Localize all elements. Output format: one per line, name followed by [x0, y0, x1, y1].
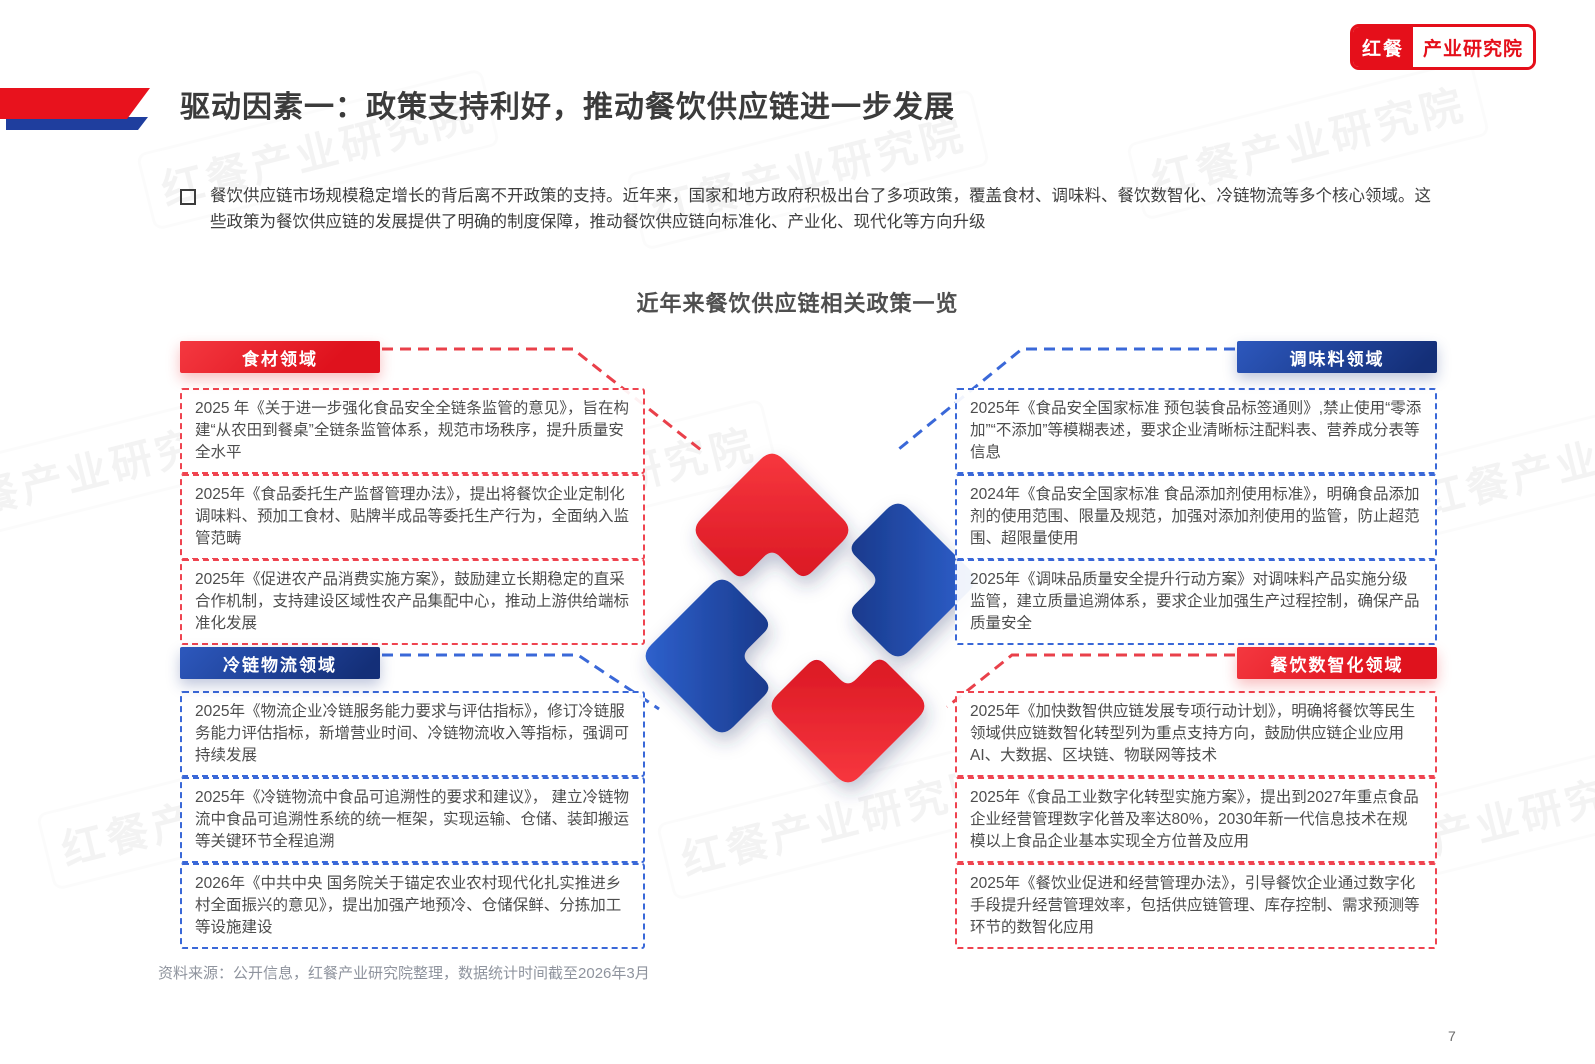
connector-digital	[946, 653, 1235, 709]
quadrant-header-coldchain: 冷链物流领域	[180, 647, 380, 679]
square-bullet-icon	[180, 189, 196, 205]
policy-box: 2025年《加快数智供应链发展专项行动计划》，明确将餐饮等民生领域供应链数智化转…	[955, 691, 1437, 777]
data-source-note: 资料来源：公开信息，红餐产业研究院整理，数据统计时间截至2026年3月	[158, 965, 650, 982]
page-number: 7	[1448, 1028, 1456, 1044]
policy-box: 2024年《食品安全国家标准 食品添加剂使用标准》，明确食品添加剂的使用范围、限…	[955, 474, 1437, 560]
intro-text: 餐饮供应链市场规模稳定增长的背后离不开政策的支持。近年来，国家和地方政府积极出台…	[210, 187, 1431, 231]
brand-logo: 红餐 产业研究院	[1350, 24, 1537, 70]
pinwheel-tile-red-top	[695, 453, 849, 577]
quadrant-header-food: 食材领域	[180, 341, 380, 373]
quadrant-header-seasoning: 调味料领域	[1237, 341, 1437, 373]
title-accent-bar-red	[0, 88, 150, 119]
policy-box: 2025年《食品安全国家标准 预包装食品标签通则》,禁止使用“零添加”“不添加”…	[955, 388, 1437, 474]
policy-box: 2025年《食品工业数字化转型实施方案》，提出到2027年重点食品企业经营管理数…	[955, 777, 1437, 863]
center-pinwheel-logo	[645, 453, 975, 783]
policy-box: 2025年《调味品质量安全提升行动方案》对调味料产品实施分级监管，建立质量追溯体…	[955, 559, 1437, 645]
pinwheel-tile-red-bottom	[771, 659, 925, 783]
policy-box: 2025年《餐饮业促进和经营管理办法》，引导餐饮企业通过数字化手段提升经营管理效…	[955, 863, 1437, 949]
policy-box: 2025 年《关于进一步强化食品安全全链条监管的意见》，旨在构建“从农田到餐桌”…	[180, 388, 645, 474]
policy-box: 2026年《中共中央 国务院关于锚定农业农村现代化扎实推进乡村全面振兴的意见》，…	[180, 863, 645, 949]
pinwheel-tile-blue-right	[851, 503, 975, 657]
diagram-title: 近年来餐饮供应链相关政策一览	[636, 291, 959, 316]
title-accent-bar-blue	[6, 117, 148, 130]
policy-box: 2025年《食品委托生产监督管理办法》，提出将餐饮企业定制化调味料、预加工食材、…	[180, 474, 645, 560]
brand-logo-mark: 红餐	[1353, 27, 1414, 67]
intro-block: 餐饮供应链市场规模稳定增长的背后离不开政策的支持。近年来，国家和地方政府积极出台…	[180, 184, 1442, 235]
quadrant-header-digital: 餐饮数智化领域	[1237, 647, 1437, 679]
brand-logo-text: 产业研究院	[1413, 27, 1534, 67]
policy-box: 2025年《物流企业冷链服务能力要求与评估指标》，修订冷链服务能力评估指标，新增…	[180, 691, 645, 777]
page-title: 驱动因素一：政策支持利好，推动餐饮供应链进一步发展	[180, 91, 955, 124]
connector-food	[382, 347, 702, 452]
pinwheel-tile-blue-left	[645, 579, 769, 733]
policy-box: 2025年《促进农产品消费实施方案》，鼓励建立长期稳定的直采合作机制，支持建设区…	[180, 559, 645, 645]
policy-box: 2025年《冷链物流中食品可追溯性的要求和建议》， 建立冷链物流中食品可追溯性系…	[180, 777, 645, 863]
